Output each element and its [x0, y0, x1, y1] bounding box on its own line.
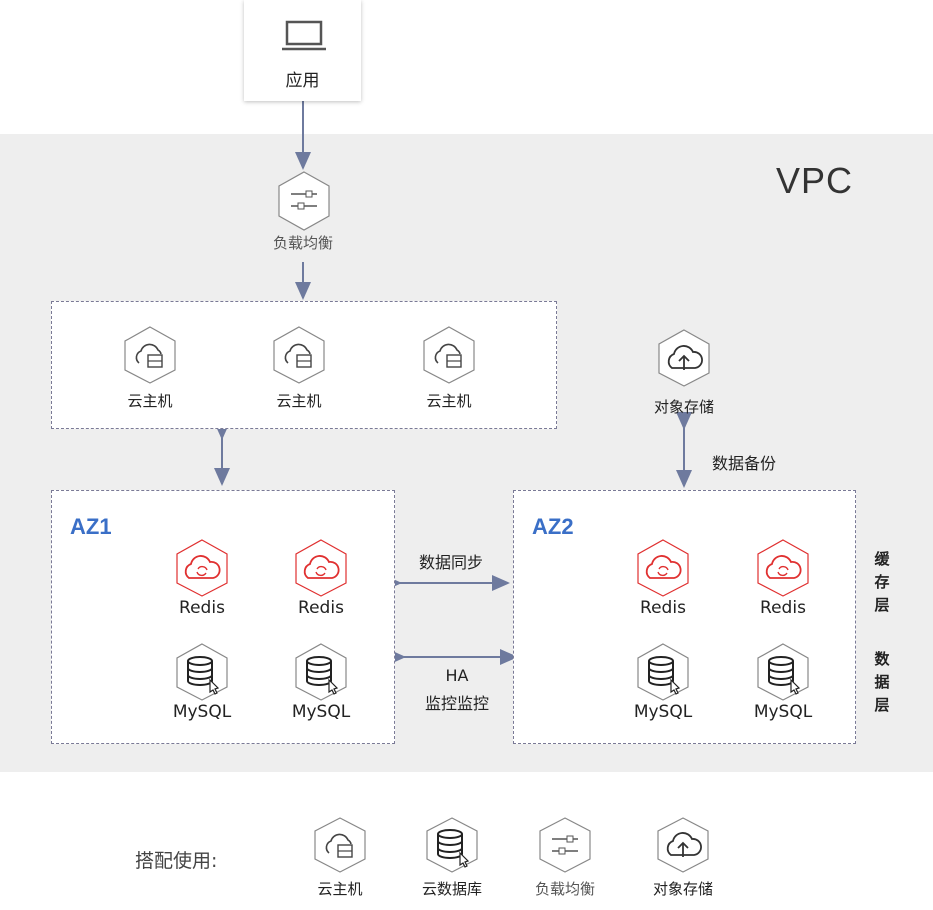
redis-label: Redis: [760, 598, 806, 618]
az1-group: [51, 490, 395, 744]
laptop-icon: [282, 20, 326, 51]
footer-title: 搭配使用:: [135, 850, 218, 872]
database-icon: [757, 643, 809, 701]
cloud-server-icon: [423, 326, 475, 384]
vm-label-3: 云主机: [426, 392, 472, 410]
database-icon: [637, 643, 689, 701]
cloud-server-icon: [124, 326, 176, 384]
redis-label: Redis: [179, 598, 225, 618]
load-balancer-icon: [278, 171, 330, 231]
footer-label: 云数据库: [421, 880, 482, 898]
lb-label: 负载均衡: [272, 234, 333, 252]
redis-icon: [637, 539, 689, 597]
footer-label: 负载均衡: [534, 880, 595, 898]
redis-label: Redis: [298, 598, 344, 618]
monitor-label: 监控监控: [424, 694, 489, 713]
ha-label: HA: [445, 666, 469, 685]
data-layer-label: 数据层: [874, 650, 890, 714]
mysql-label: MySQL: [172, 702, 232, 722]
mysql-label: MySQL: [753, 702, 813, 722]
backup-label: 数据备份: [711, 454, 776, 473]
cloud-server-icon: [314, 817, 366, 873]
redis-icon: [176, 539, 228, 597]
object-storage-icon: [657, 817, 709, 873]
cloud-server-icon: [273, 326, 325, 384]
vpc-label: VPC: [776, 160, 854, 201]
vm-label-2: 云主机: [276, 392, 322, 410]
sync-label: 数据同步: [418, 553, 483, 572]
az2-group: [513, 490, 856, 744]
mysql-label: MySQL: [291, 702, 351, 722]
footer-label: 对象存储: [652, 880, 713, 898]
redis-label: Redis: [640, 598, 686, 618]
app-node: 应用: [244, 0, 361, 101]
vm-label-1: 云主机: [127, 392, 173, 410]
mysql-label: MySQL: [633, 702, 693, 722]
database-icon: [426, 817, 478, 873]
object-storage-icon: [658, 329, 710, 387]
redis-icon: [295, 539, 347, 597]
az2-title: AZ2: [532, 514, 574, 539]
app-label: 应用: [285, 71, 320, 91]
load-balancer-icon: [539, 817, 591, 873]
database-icon: [295, 643, 347, 701]
oss-label: 对象存储: [653, 398, 714, 416]
redis-icon: [757, 539, 809, 597]
cache-layer-label: 缓存层: [874, 550, 890, 614]
database-icon: [176, 643, 228, 701]
az1-title: AZ1: [70, 514, 112, 539]
footer-label: 云主机: [317, 880, 363, 898]
